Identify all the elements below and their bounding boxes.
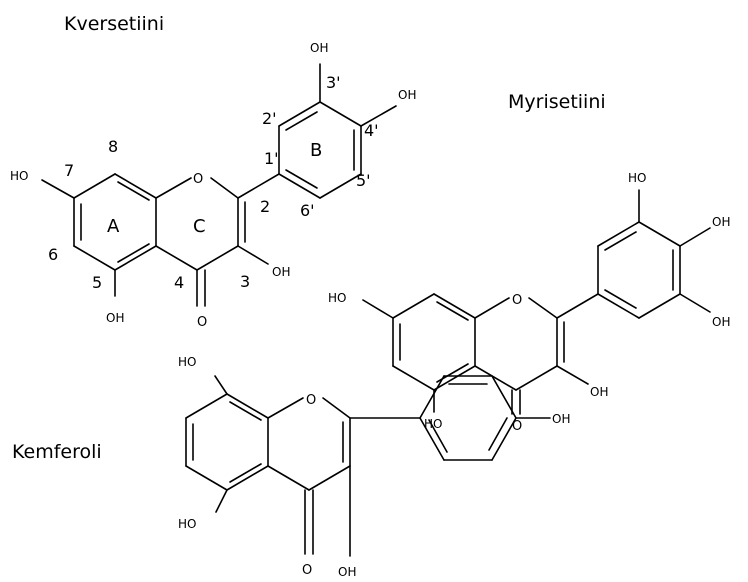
quercetin-position-3p: 3' bbox=[326, 73, 341, 92]
myricetin-4p-hydroxyl: OH bbox=[712, 215, 730, 229]
quercetin-position-4p: 4' bbox=[364, 121, 379, 140]
quercetin-5-hydroxyl: OH bbox=[106, 311, 124, 325]
quercetin-structure: Kversetiini bbox=[10, 13, 416, 330]
myricetin-3p-hydroxyl: HO bbox=[628, 171, 646, 185]
quercetin-carbonyl-oxygen: O bbox=[197, 315, 207, 330]
quercetin-position-1p: 1' bbox=[264, 149, 279, 168]
myricetin-carbonyl-oxygen: O bbox=[512, 419, 522, 434]
kaempferol-4p-hydroxyl: OH bbox=[552, 412, 570, 426]
kaempferol-carbonyl-oxygen: O bbox=[302, 563, 312, 578]
quercetin-position-8: 8 bbox=[108, 137, 118, 156]
kaempferol-7-hydroxyl: HO bbox=[178, 355, 196, 369]
quercetin-3-hydroxyl: OH bbox=[272, 265, 290, 279]
quercetin-position-7: 7 bbox=[64, 161, 74, 180]
kaempferol-ring-oxygen: O bbox=[306, 393, 316, 408]
quercetin-position-2: 2 bbox=[260, 197, 270, 216]
quercetin-position-4: 4 bbox=[174, 273, 184, 292]
quercetin-ring-c bbox=[41, 173, 280, 307]
quercetin-ring-b-label: B bbox=[310, 140, 322, 161]
myricetin-structure: Myrisetiini O bbox=[328, 91, 730, 434]
quercetin-ring-a-label: A bbox=[107, 216, 120, 237]
quercetin-3p-hydroxyl: OH bbox=[310, 41, 328, 55]
myricetin-title: Myrisetiini bbox=[508, 91, 606, 113]
kaempferol-title: Kemferoli bbox=[12, 441, 102, 463]
quercetin-4p-hydroxyl: OH bbox=[398, 88, 416, 102]
quercetin-ring-oxygen: O bbox=[193, 172, 203, 187]
kaempferol-3-hydroxyl: OH bbox=[338, 565, 356, 579]
myricetin-3-hydroxyl: OH bbox=[590, 385, 608, 399]
kaempferol-structure: Kemferoli O O HO bbox=[12, 355, 570, 579]
quercetin-title: Kversetiini bbox=[64, 13, 164, 35]
myricetin-7-hydroxyl: HO bbox=[328, 291, 346, 305]
quercetin-position-5p: 5' bbox=[356, 171, 371, 190]
myricetin-5p-hydroxyl: OH bbox=[712, 315, 730, 329]
quercetin-ring-c-label: C bbox=[193, 216, 206, 237]
quercetin-position-3: 3 bbox=[240, 272, 250, 291]
quercetin-position-5: 5 bbox=[92, 273, 102, 292]
kaempferol-5-hydroxyl: HO bbox=[178, 517, 196, 531]
quercetin-position-6p: 6' bbox=[300, 201, 315, 220]
quercetin-ring-a bbox=[73, 173, 157, 271]
myricetin-ring-oxygen: O bbox=[512, 293, 522, 308]
quercetin-position-6: 6 bbox=[48, 245, 58, 264]
quercetin-position-2p: 2' bbox=[262, 109, 277, 128]
quercetin-ring-b bbox=[278, 63, 397, 199]
quercetin-7-hydroxyl: HO bbox=[10, 169, 28, 183]
